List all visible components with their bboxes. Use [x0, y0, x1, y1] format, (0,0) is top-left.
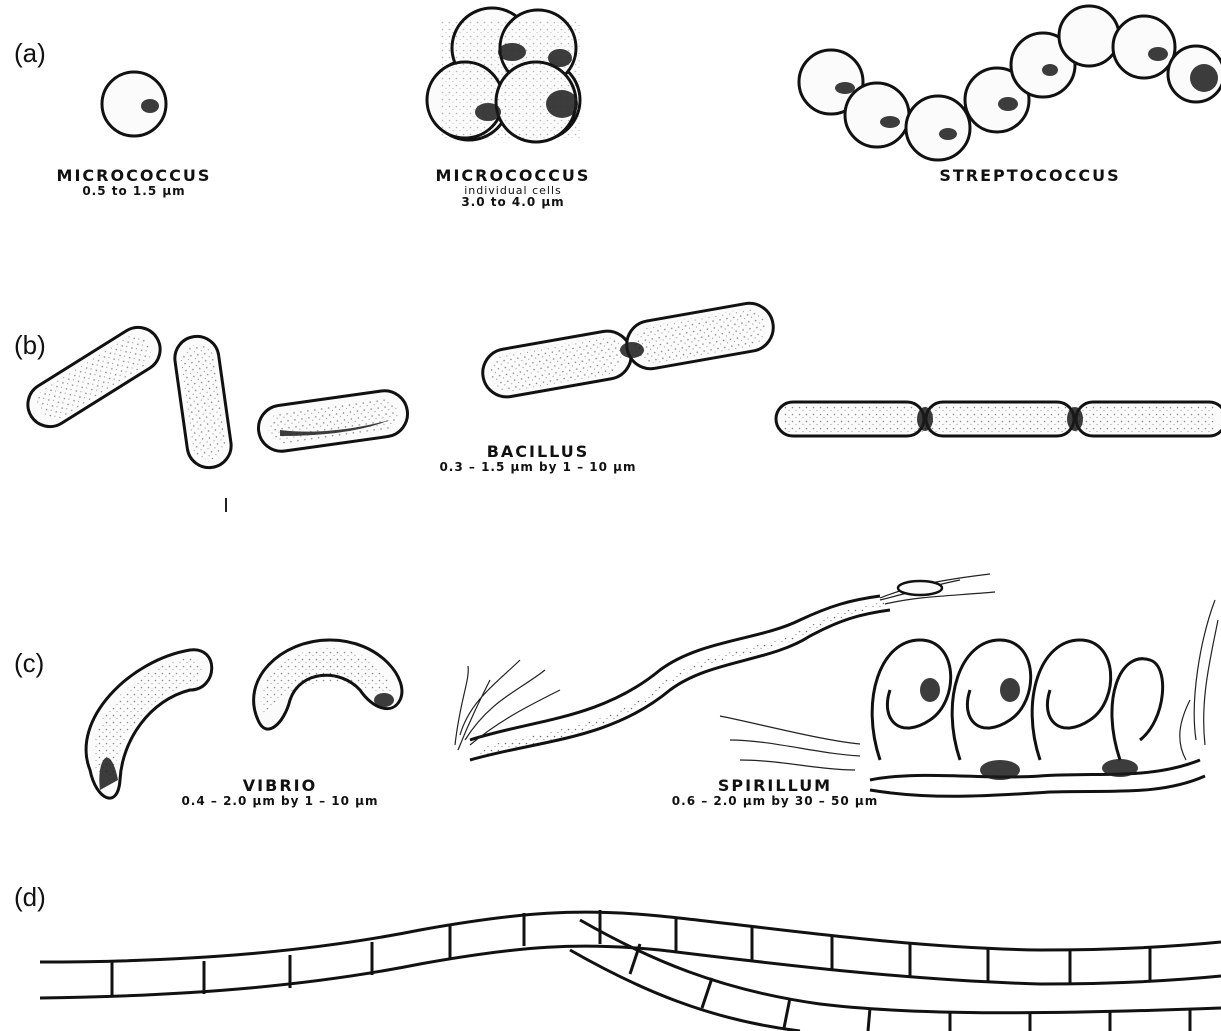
vibrio-cells — [86, 640, 402, 798]
micrococcus-cell-cluster — [427, 8, 580, 142]
caption-name: SPIRILLUM — [620, 778, 930, 795]
caption-micrococcus-cluster: MICROCOCCUS individual cells 3.0 to 4.0 … — [398, 168, 628, 209]
spirillum-coiled-cell — [720, 600, 1218, 796]
caption-size: 3.0 to 4.0 μm — [398, 196, 628, 209]
caption-bacillus: BACILLUS 0.3 – 1.5 μm by 1 – 10 μm — [388, 444, 688, 473]
panel-label-c: (c) — [14, 648, 44, 679]
filamentous-chain-upper — [40, 910, 1221, 998]
caption-micrococcus-single: MICROCOCCUS 0.5 to 1.5 μm — [24, 168, 244, 197]
micrococcus-single-cell — [102, 72, 166, 136]
panel-label-d: (d) — [14, 882, 46, 913]
caption-name: BACILLUS — [388, 444, 688, 461]
streptococcus-chain — [799, 6, 1221, 160]
caption-vibrio: VIBRIO 0.4 – 2.0 μm by 1 – 10 μm — [130, 778, 430, 807]
caption-size: 0.5 to 1.5 μm — [24, 185, 244, 198]
caption-name: STREPTOCOCCUS — [910, 168, 1150, 185]
panel-label-a: (a) — [14, 38, 46, 69]
caption-size: 0.3 – 1.5 μm by 1 – 10 μm — [388, 461, 688, 474]
bacillus-single-cells — [20, 319, 411, 470]
bacillus-pair — [479, 300, 777, 401]
spirillum-cell — [455, 574, 995, 760]
bacillus-chain — [776, 402, 1221, 436]
panel-label-b: (b) — [14, 330, 46, 361]
caption-streptococcus: STREPTOCOCCUS — [910, 168, 1150, 185]
caption-name: MICROCOCCUS — [24, 168, 244, 185]
caption-size: 0.4 – 2.0 μm by 1 – 10 μm — [130, 795, 430, 808]
caption-name: MICROCOCCUS — [398, 168, 628, 185]
caption-size: 0.6 – 2.0 μm by 30 – 50 μm — [620, 795, 930, 808]
caption-spirillum: SPIRILLUM 0.6 – 2.0 μm by 30 – 50 μm — [620, 778, 930, 807]
caption-name: VIBRIO — [130, 778, 430, 795]
